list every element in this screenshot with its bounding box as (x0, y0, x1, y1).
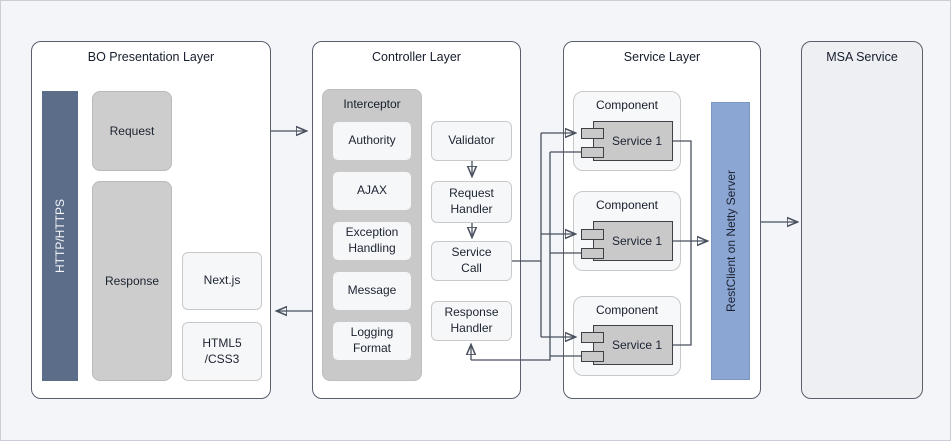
service-1-label-a: Service 1 (611, 134, 663, 148)
msa-service-title: MSA Service (826, 50, 898, 64)
controller-layer-title: Controller Layer (372, 50, 461, 64)
exception-label-line1: Exception (345, 225, 399, 240)
service-1-node-b: Service 1 (593, 221, 673, 261)
request-handler-node: Request Handler (431, 181, 512, 223)
bo-presentation-layer-title: BO Presentation Layer (87, 50, 215, 64)
interceptor-title: Interceptor (343, 97, 401, 111)
component-3-title: Component (595, 303, 659, 317)
request-handler-label-line1: Request (449, 186, 494, 201)
component-2-title: Component (595, 198, 659, 212)
html5-css3-node: HTML5 /CSS3 (182, 322, 262, 381)
http-https-bar: HTTP/HTTPS (42, 91, 78, 381)
service-call-label-line2: Call (461, 261, 482, 275)
validator-node: Validator (431, 121, 512, 161)
response-handler-node: Response Handler (431, 301, 512, 341)
service-1-label-c: Service 1 (611, 338, 663, 352)
response-label: Response (104, 274, 160, 288)
response-node: Response (92, 181, 172, 381)
service-call-label-line1: Service (451, 245, 492, 260)
service-layer-title: Service Layer (623, 50, 701, 64)
rest-client-netty-label: RestClient on Netty Server (723, 169, 738, 313)
interceptor-item-exception-handling: Exception Handling (332, 221, 412, 261)
request-node: Request (92, 91, 172, 171)
http-https-label: HTTP/HTTPS (53, 199, 67, 273)
msa-service-layer: MSA Service (801, 41, 923, 399)
component-tab-icon (581, 248, 604, 259)
service-1-label-b: Service 1 (611, 234, 663, 248)
interceptor-item-ajax: AJAX (332, 171, 412, 211)
component-tab-icon (581, 147, 604, 158)
html5-label-line2: /CSS3 (204, 351, 240, 366)
component-tab-icon (581, 351, 604, 362)
component-tab-icon (581, 229, 604, 240)
validator-label: Validator (448, 133, 495, 148)
component-tab-icon (581, 128, 604, 139)
request-handler-label-line2: Handler (450, 202, 493, 216)
service-call-node: Service Call (431, 241, 512, 281)
response-handler-label-line1: Response (444, 305, 499, 320)
interceptor-item-logging-format: Logging Format (332, 321, 412, 361)
component-tab-icon (581, 332, 604, 343)
component-1-title: Component (595, 98, 659, 112)
response-handler-label-line2: Handler (450, 321, 493, 335)
logging-label-line2: Format (352, 341, 391, 355)
request-label: Request (109, 124, 155, 138)
logging-label-line1: Logging (350, 325, 394, 340)
nextjs-node: Next.js (182, 252, 262, 310)
service-1-node-a: Service 1 (593, 121, 673, 161)
message-label: Message (347, 283, 397, 298)
nextjs-label: Next.js (203, 273, 241, 288)
authority-label: Authority (348, 133, 396, 148)
service-1-node-c: Service 1 (593, 325, 673, 365)
exception-label-line2: Handling (348, 241, 396, 255)
interceptor-item-authority: Authority (332, 121, 412, 161)
interceptor-item-message: Message (332, 271, 412, 311)
ajax-label: AJAX (356, 183, 387, 198)
rest-client-netty-bar: RestClient on Netty Server (711, 102, 750, 380)
html5-label-line1: HTML5 (202, 335, 242, 350)
